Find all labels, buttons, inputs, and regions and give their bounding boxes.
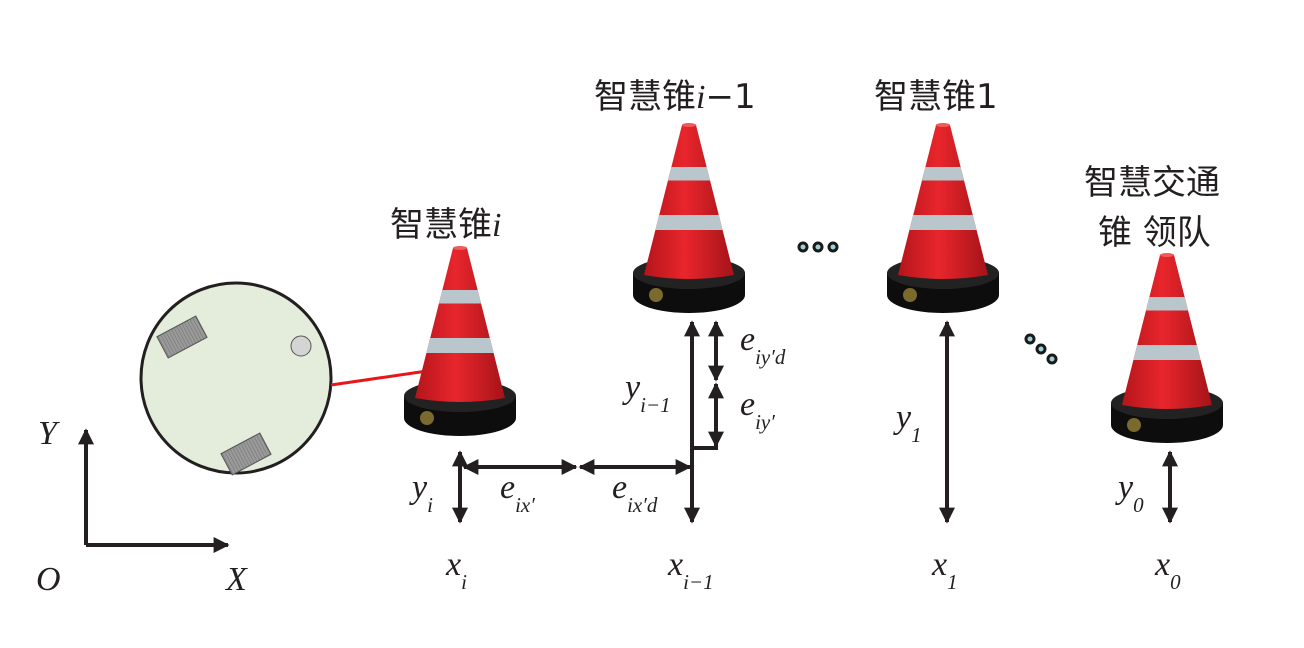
wheel-icon bbox=[156, 315, 208, 359]
link-line bbox=[330, 368, 435, 387]
sensor-icon bbox=[1127, 418, 1141, 432]
cone-leader bbox=[1111, 253, 1223, 443]
chassis-circle bbox=[139, 281, 333, 475]
label-y-0: y0 bbox=[1115, 469, 1144, 517]
label-e-ixd: eix′d bbox=[612, 469, 658, 517]
wheel-icon bbox=[220, 432, 272, 476]
label-y-1: y1 bbox=[893, 399, 922, 447]
cone-i-1 bbox=[633, 123, 745, 313]
sensor-icon bbox=[649, 288, 663, 302]
label-e-iyd: eiy′d bbox=[740, 321, 786, 369]
cone-1 bbox=[887, 123, 999, 313]
label-x-1: x1 bbox=[931, 546, 958, 594]
title-cone-i: 智慧锥i bbox=[390, 205, 501, 245]
ellipsis-dots-horizontal bbox=[797, 241, 839, 253]
label-e-iy: eiy′ bbox=[740, 386, 775, 434]
title-leader-line1: 智慧交通 bbox=[1084, 163, 1220, 203]
sensor-icon bbox=[903, 288, 917, 302]
caster-icon bbox=[290, 335, 312, 357]
label-x-im1: xi−1 bbox=[667, 546, 714, 594]
label-y-im1: yi−1 bbox=[622, 369, 671, 417]
x-axis-label: X bbox=[224, 561, 248, 598]
title-cone-1: 智慧锥1 bbox=[874, 77, 998, 117]
title-leader-line2: 锥 领队 bbox=[1098, 213, 1211, 253]
label-x-0: x0 bbox=[1154, 546, 1181, 594]
origin-label: O bbox=[36, 561, 61, 598]
label-e-ix: eix′ bbox=[500, 469, 535, 517]
robot-chassis bbox=[139, 281, 435, 476]
y-axis-label: Y bbox=[38, 415, 60, 452]
title-cone-i-1: 智慧锥i−1 bbox=[594, 77, 756, 117]
label-x-i: xi bbox=[445, 546, 467, 594]
label-y-i: yi bbox=[409, 469, 433, 517]
cone-i bbox=[404, 246, 516, 436]
distance-arrows bbox=[452, 320, 1178, 524]
ellipsis-dots-diagonal bbox=[1024, 333, 1058, 365]
sensor-icon bbox=[420, 411, 434, 425]
coordinate-axes: O Y X bbox=[36, 415, 248, 598]
